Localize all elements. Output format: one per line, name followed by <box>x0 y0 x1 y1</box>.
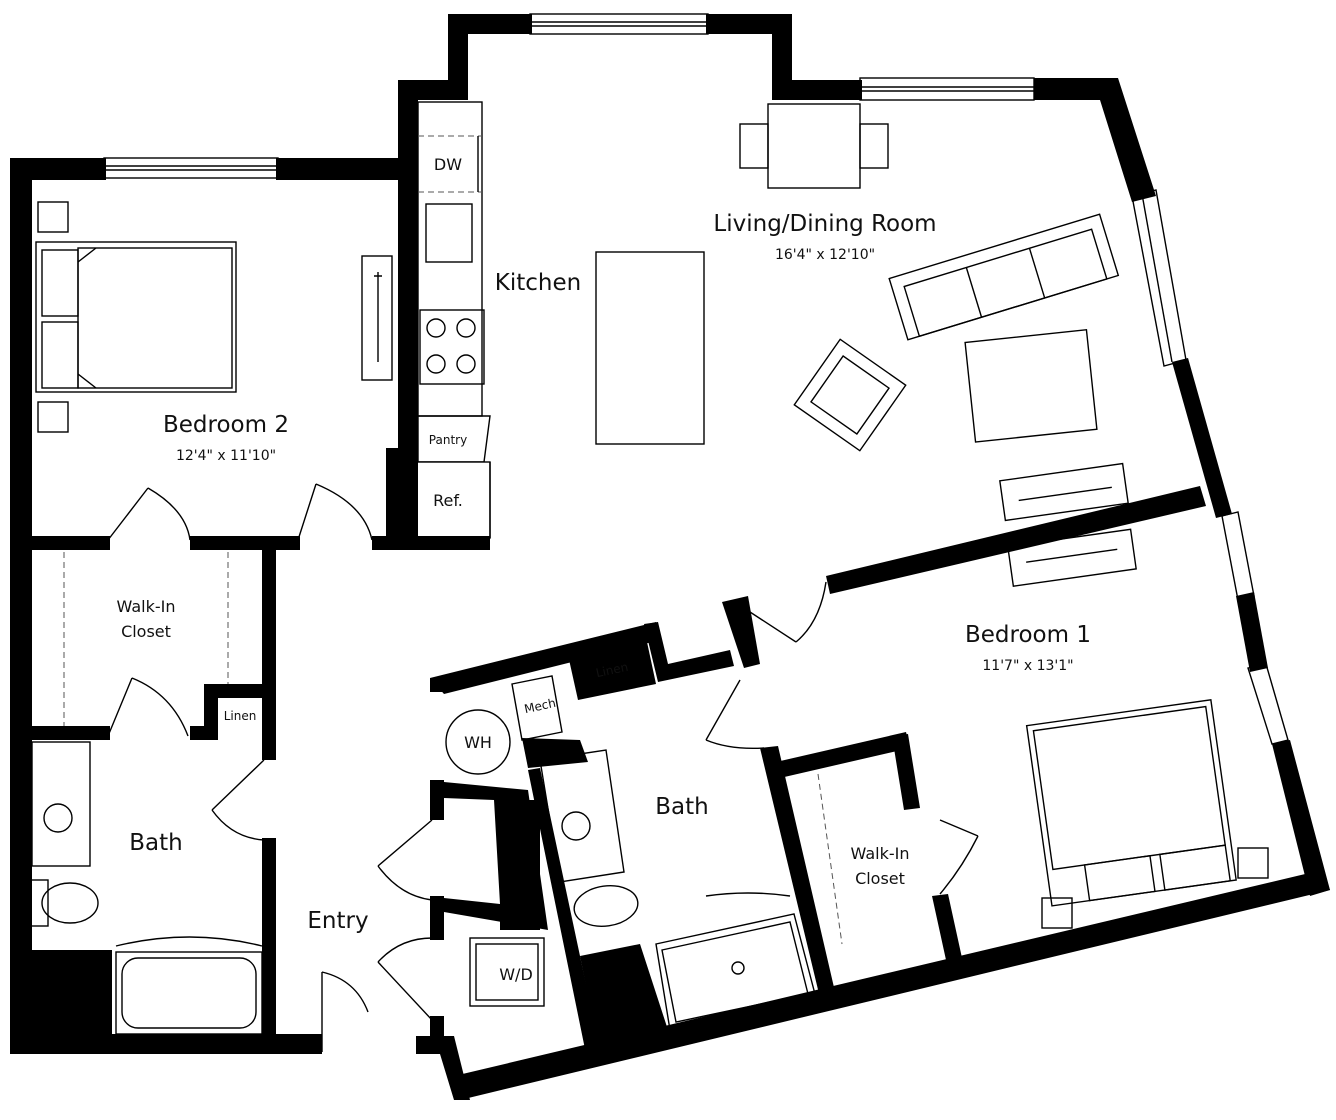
walls <box>10 14 1330 1100</box>
bed-bedroom-1 <box>1025 698 1237 907</box>
dresser <box>361 255 393 381</box>
bed-bedroom-2 <box>35 241 237 393</box>
mech-unit <box>511 675 563 741</box>
toilet-icon <box>573 885 639 927</box>
furniture-layer <box>29 13 1289 1052</box>
linen-center-label: Linen <box>595 660 630 680</box>
living-room-name: Living/Dining Room <box>713 211 936 237</box>
bathtub <box>115 936 263 1035</box>
kitchen-name: Kitchen <box>495 270 581 296</box>
window-living-right <box>1131 189 1187 367</box>
bath-1-name: Bath <box>655 794 708 820</box>
pantry-label: Pantry <box>429 433 467 447</box>
bedroom-1-name: Bedroom 1 <box>965 622 1091 648</box>
window-bedroom-2 <box>103 157 279 179</box>
closet-1-label-line2: Closet <box>855 869 905 888</box>
coffee-table <box>964 329 1098 443</box>
nightstand <box>37 401 69 433</box>
nightstand <box>1041 897 1073 929</box>
closet-2-label-line2: Closet <box>121 622 171 641</box>
door-swings <box>107 483 979 1052</box>
dining-table <box>739 103 889 189</box>
nightstand <box>37 201 69 233</box>
sink-icon <box>43 803 73 833</box>
window-living-top <box>859 77 1035 101</box>
closet-1-label-line1: Walk-In <box>851 844 910 863</box>
room-labels: Living/Dining Room 16'4" x 12'10" Kitche… <box>117 211 1091 934</box>
mech-label: Mech <box>523 696 557 716</box>
fixture-labels: DW Pantry Ref. Linen Linen Mech WH W/D <box>224 155 630 984</box>
water-heater-label: WH <box>464 733 492 752</box>
dishwasher-label: DW <box>434 155 462 174</box>
washer-dryer <box>469 937 545 1007</box>
kitchen-counter <box>417 101 485 417</box>
bedroom-1-dims: 11'7" x 13'1" <box>982 658 1073 674</box>
toilet-icon <box>29 879 99 927</box>
window-bedroom-1-right <box>1221 511 1255 601</box>
bedroom-2-dims: 12'4" x 11'10" <box>176 448 276 464</box>
bath-2-name: Bath <box>129 830 182 856</box>
tv-console-living <box>999 462 1129 522</box>
entry-name: Entry <box>307 908 368 934</box>
sofa <box>888 213 1120 341</box>
window-kitchen <box>529 13 709 35</box>
washer-dryer-label: W/D <box>499 965 533 984</box>
refrigerator-label: Ref. <box>433 491 463 510</box>
water-heater-icon <box>445 709 511 775</box>
living-room-dims: 16'4" x 12'10" <box>775 247 875 263</box>
nightstand <box>1237 847 1269 879</box>
closet-2-label-line1: Walk-In <box>117 597 176 616</box>
kitchen-island <box>595 251 705 445</box>
window-bedroom-1-right-lower <box>1247 663 1289 745</box>
armchair <box>793 338 907 452</box>
sink-icon <box>561 811 591 841</box>
linen-left-label: Linen <box>224 709 257 723</box>
bedroom-2-name: Bedroom 2 <box>163 412 289 438</box>
